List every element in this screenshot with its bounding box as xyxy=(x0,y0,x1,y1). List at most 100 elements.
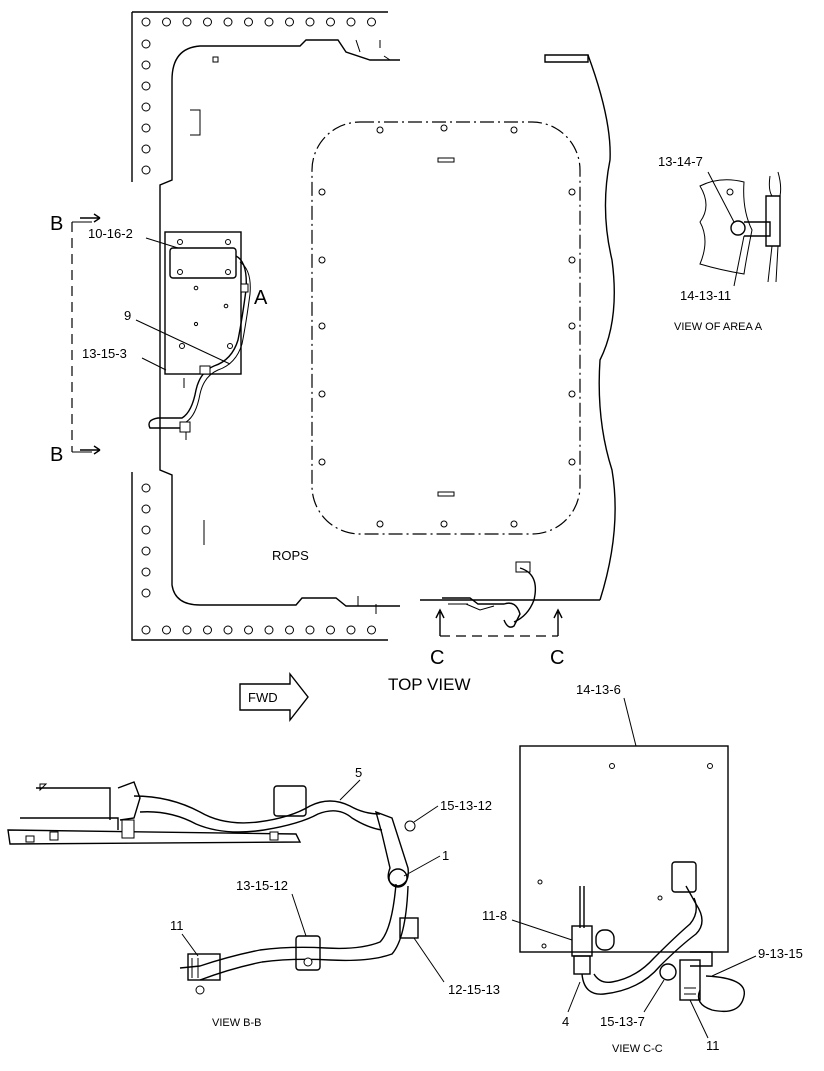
callout-13-15-3: 13-15-3 xyxy=(82,346,127,361)
rail-hole xyxy=(141,123,151,133)
section-c-arrow-left xyxy=(435,608,445,636)
rail-hole xyxy=(141,17,151,27)
rail-hole xyxy=(162,17,171,27)
clip-13-14-7 xyxy=(730,220,746,236)
rail-hole xyxy=(510,126,518,134)
clip-15-13-7 xyxy=(659,963,677,981)
rail-hole xyxy=(141,546,151,556)
callout-14-13-6: 14-13-6 xyxy=(576,682,621,697)
callout-11-8: 11-8 xyxy=(482,908,507,923)
cab-outline-top xyxy=(171,39,400,81)
rail-hole xyxy=(305,625,315,635)
view-area-a: 13-14-7 14-13-11 VIEW OF AREA A xyxy=(658,154,782,333)
clamp-bb xyxy=(374,810,409,887)
connector-11-bb xyxy=(187,953,221,981)
section-c-arrow-right xyxy=(553,608,563,636)
rail-hole xyxy=(141,525,151,535)
rail-hole xyxy=(367,625,376,635)
mount-plate xyxy=(164,231,242,375)
rail-hole xyxy=(510,520,518,528)
rail-hole xyxy=(141,588,151,598)
harness-bb-upper xyxy=(133,795,381,824)
callout-12-15-13: 12-15-13 xyxy=(448,982,500,997)
rail-hole xyxy=(568,390,576,398)
connector-bb xyxy=(273,785,307,817)
roof-opening xyxy=(311,121,581,535)
rail-hole xyxy=(162,625,171,635)
rail-hole xyxy=(285,17,294,27)
rail-hole xyxy=(182,625,192,635)
connector-cc-top xyxy=(671,861,697,893)
rail-holes-left-bottom xyxy=(141,483,151,598)
rail-hole xyxy=(203,625,212,635)
bolt-15-13-12 xyxy=(404,820,416,832)
rail-hole xyxy=(223,625,233,635)
rail-hole xyxy=(318,458,326,466)
callout-9: 9 xyxy=(124,308,131,323)
rail-hole xyxy=(318,256,326,264)
rail-hole xyxy=(141,60,151,70)
rail-hole xyxy=(285,625,294,635)
clamp-13-15-12 xyxy=(295,935,321,971)
section-b-label-bottom: B xyxy=(50,444,63,466)
section-b-arrow-bottom xyxy=(80,445,101,455)
top-view-title: TOP VIEW xyxy=(388,675,471,694)
rail-hole xyxy=(264,625,274,635)
section-c-label-left: C xyxy=(430,647,444,669)
view-area-a-title: VIEW OF AREA A xyxy=(674,321,763,333)
rail-hole xyxy=(264,17,274,27)
callout-13-15-12: 13-15-12 xyxy=(236,878,288,893)
rail-hole xyxy=(141,483,151,493)
rail-hole xyxy=(568,188,576,196)
opening-bolt-holes xyxy=(318,124,576,528)
callout-10-16-2: 10-16-2 xyxy=(88,226,133,241)
rail-hole xyxy=(326,625,335,635)
rail-hole xyxy=(440,520,448,528)
break-line xyxy=(587,54,616,601)
rail-hole xyxy=(367,17,376,27)
rail-hole xyxy=(346,17,356,27)
rail-hole xyxy=(318,188,326,196)
callout-1: 1 xyxy=(442,848,449,863)
rail-hole xyxy=(141,504,151,514)
section-b-arrow-top xyxy=(80,213,101,223)
rops-label: ROPS xyxy=(272,548,309,563)
rail-hole xyxy=(568,322,576,330)
rail-hole xyxy=(568,458,576,466)
rail-hole xyxy=(141,102,151,112)
connector-area-a xyxy=(765,195,781,247)
rail-holes-left-top xyxy=(141,39,151,175)
callout-11-bb: 11 xyxy=(170,918,184,933)
callout-11-cc: 11 xyxy=(706,1038,720,1053)
rail-hole xyxy=(318,322,326,330)
callout-15-13-12: 15-13-12 xyxy=(440,798,492,813)
panel-14-13-6 xyxy=(519,745,729,953)
callout-4: 4 xyxy=(562,1014,569,1029)
section-b-label-top: B xyxy=(50,213,63,235)
rail-hole xyxy=(376,126,384,134)
rail-holes-bottom xyxy=(141,625,376,635)
cab-outline-left xyxy=(159,80,400,607)
view-c-c-title: VIEW C-C xyxy=(612,1043,663,1055)
control-module xyxy=(169,247,237,279)
rail-hole xyxy=(141,144,151,154)
rail-hole xyxy=(440,124,448,132)
rail-hole xyxy=(568,256,576,264)
harness-cc xyxy=(581,885,703,995)
mount-rail-bb xyxy=(7,829,302,845)
rail-hole xyxy=(141,39,151,49)
harness-bb-lower xyxy=(179,883,397,969)
fwd-label: FWD xyxy=(248,690,278,705)
rail-hole xyxy=(182,17,192,27)
rail-hole xyxy=(141,625,151,635)
callout-5: 5 xyxy=(355,765,362,780)
view-c-c: 14-13-6 11-8 9-13-15 4 15-13-7 11 VIEW C… xyxy=(482,682,803,1055)
rail-hole xyxy=(244,17,253,27)
rail-hole xyxy=(305,17,315,27)
rail-hole xyxy=(326,17,335,27)
callout-14-13-11: 14-13-11 xyxy=(680,288,731,303)
top-view: B B A 10-16-2 9 13-15-3 ROPS C C TOP VIE xyxy=(50,11,616,723)
rail-hole xyxy=(141,567,151,577)
